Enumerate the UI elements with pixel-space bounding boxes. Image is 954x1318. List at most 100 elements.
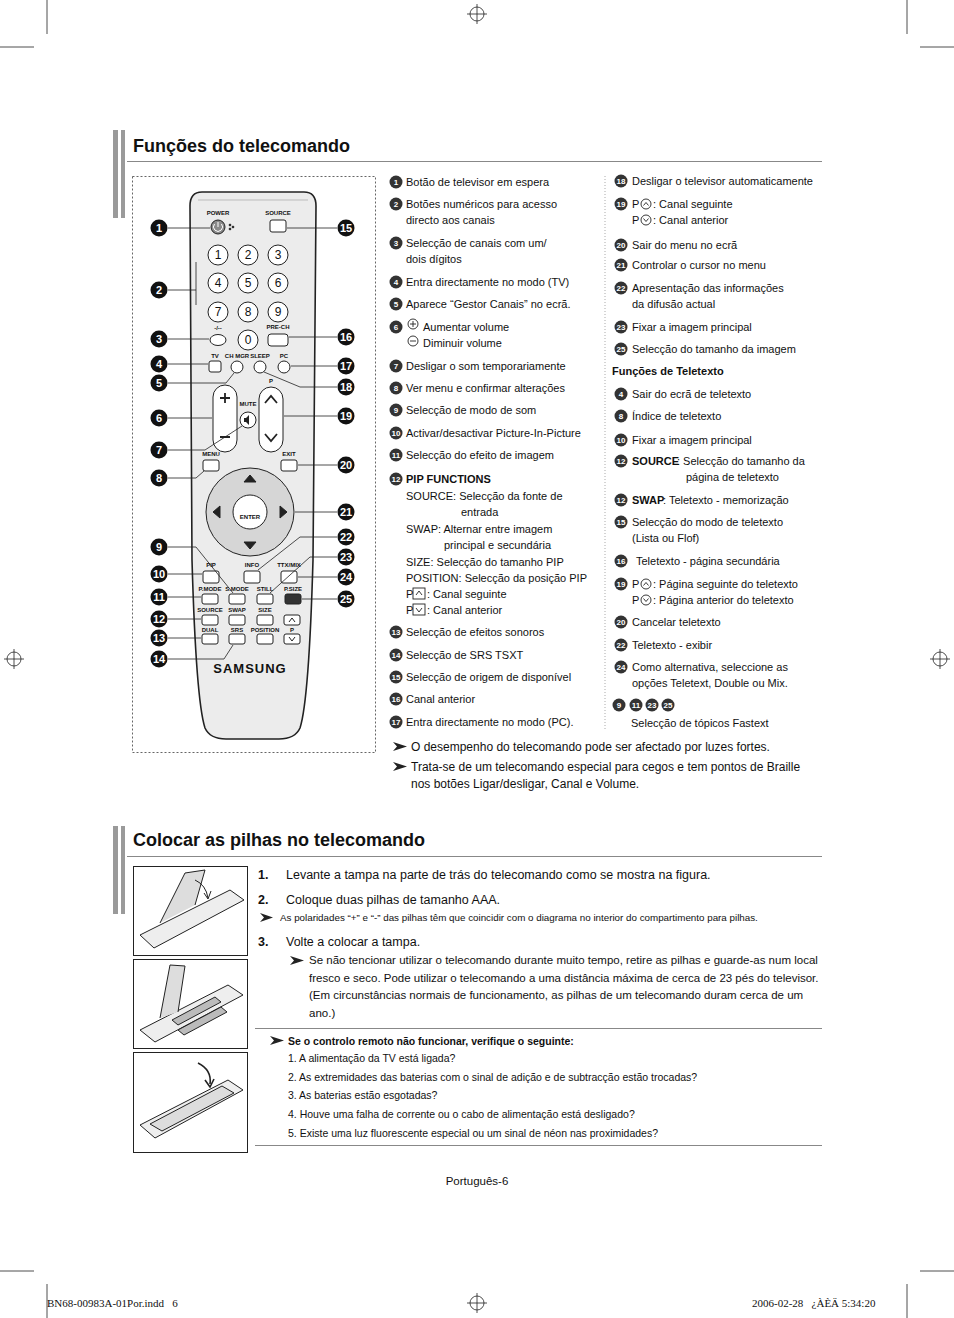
button-label: SWAP	[228, 607, 246, 614]
description-text: : Canal anterior	[427, 602, 502, 618]
list-icon-part	[410, 341, 416, 342]
button-label: SOURCE	[197, 607, 223, 614]
remote-button-part	[284, 634, 300, 644]
print-mark-part	[47, 0, 48, 34]
item-number: 22	[615, 639, 628, 652]
callout-number: 4	[151, 356, 168, 373]
button-label: POWER	[207, 210, 230, 217]
remote-button-part	[268, 334, 288, 346]
description-text: Selecção de canais com um/ dois dígitos	[406, 235, 551, 267]
description-text: : Página seguinte do teletexto	[653, 576, 798, 592]
note-arrow-part	[260, 913, 273, 922]
remote-button-part	[254, 361, 266, 373]
item-number: 24	[615, 661, 628, 674]
item-number: 23	[615, 321, 628, 334]
description-text: Apresentação das informações da difusão …	[632, 280, 787, 312]
battery-illustration-part	[134, 960, 248, 1049]
button-label: PRE-CH	[266, 324, 289, 331]
remote-button-part	[202, 634, 218, 644]
description-text: POSITION: Selecção da posição PIP	[406, 570, 587, 586]
key-digit: 0	[245, 333, 252, 347]
rule-part	[127, 161, 822, 162]
remote-button-part	[209, 361, 221, 372]
item-number: 12	[615, 455, 628, 468]
remote-button-part	[257, 634, 273, 644]
step-text: Levante a tampa na parte de trás do tele…	[286, 867, 711, 884]
description-text: Entra directamente no modo (TV)	[406, 274, 569, 290]
key-digit: 1	[215, 248, 222, 262]
item-number: 17	[390, 716, 403, 729]
remote-button-part	[229, 634, 245, 644]
note-arrow-part	[270, 1036, 284, 1045]
list-icon-part	[641, 199, 651, 209]
button-label: P.MODE	[199, 586, 222, 593]
description-text: Teletexto - página secundária	[636, 553, 780, 569]
item-number: 8	[615, 410, 628, 423]
item-number: 25	[615, 343, 628, 356]
description-text: Desligar o som temporariamente	[406, 358, 566, 374]
button-label: MENU	[202, 451, 220, 458]
description-text: : Teletexto - memorização	[663, 492, 789, 508]
description-text: P	[632, 196, 639, 212]
step-number: 2.	[258, 892, 268, 909]
remote-button-part	[284, 615, 300, 625]
button-label: EXIT	[282, 451, 295, 458]
item-number: 2	[390, 198, 403, 211]
battery-illustration-part	[134, 867, 248, 956]
rule-part	[255, 1145, 822, 1146]
remote-button-part	[206, 468, 294, 556]
item-number: 14	[390, 649, 403, 662]
description-text: Fixar a imagem principal	[632, 432, 752, 448]
page-number: Português-6	[446, 1174, 509, 1188]
remote-button-part	[238, 245, 258, 265]
description-text: : Página anterior do teletexto	[653, 592, 794, 608]
remote-buttons	[202, 220, 301, 644]
callout-number: 21	[338, 504, 355, 521]
button-label: SIZE	[258, 607, 271, 614]
note-text: Se não tencionar utilizar o telecomando …	[309, 952, 819, 1022]
remote-button-part	[268, 245, 288, 265]
item-number: 4	[390, 276, 403, 289]
item-number: 12	[615, 494, 628, 507]
key-digit: 5	[245, 276, 252, 290]
description-text: Selecção do efeito de imagem	[406, 447, 554, 463]
button-label: PIP	[206, 562, 216, 569]
brand-logo: SAMSUNG	[213, 661, 286, 676]
description-text: SIZE: Selecção do tamanho PIP	[406, 554, 564, 570]
description-text: : Canal seguinte	[427, 586, 507, 602]
callout-number: 5	[151, 375, 168, 392]
rules	[127, 162, 822, 1146]
button-label: POSITION	[251, 627, 280, 634]
callout-number: 10	[151, 566, 168, 583]
remote-button-part	[259, 387, 283, 452]
list-icon-part	[644, 219, 649, 222]
callout-number: 9	[151, 539, 168, 556]
remote-button-part	[289, 618, 295, 622]
remote-button-part	[208, 245, 228, 265]
battery-illustration-part	[178, 1007, 227, 1035]
print-mark-part	[920, 47, 954, 48]
callout-number: 25	[338, 591, 355, 608]
item-number: 6	[390, 321, 403, 334]
remote-button-part	[268, 273, 288, 293]
button-label: TTX/MIX	[277, 562, 301, 569]
battery-illustration-part	[150, 1086, 234, 1131]
leader-line-part	[298, 577, 337, 578]
remote-button-part	[244, 571, 260, 583]
item-number: 12	[390, 473, 403, 486]
remote-button-part	[229, 594, 245, 604]
item-number: 10	[615, 434, 628, 447]
leader-line-part	[168, 364, 208, 365]
button-label: ENTER	[240, 514, 260, 521]
leader-line-part	[168, 619, 201, 620]
button-label: P	[290, 627, 294, 634]
item-number: 11	[390, 449, 403, 462]
leader-line-part	[168, 373, 234, 383]
description-text: SWAP: Alternar entre imagem principal e …	[406, 521, 574, 553]
remote-button-part	[238, 302, 258, 322]
leader-line-part	[168, 597, 201, 598]
print-mark-part	[0, 1271, 34, 1272]
print-slug: BN68-00983A-01Por.indd 6	[47, 1296, 178, 1310]
remote-button-part	[232, 226, 234, 228]
